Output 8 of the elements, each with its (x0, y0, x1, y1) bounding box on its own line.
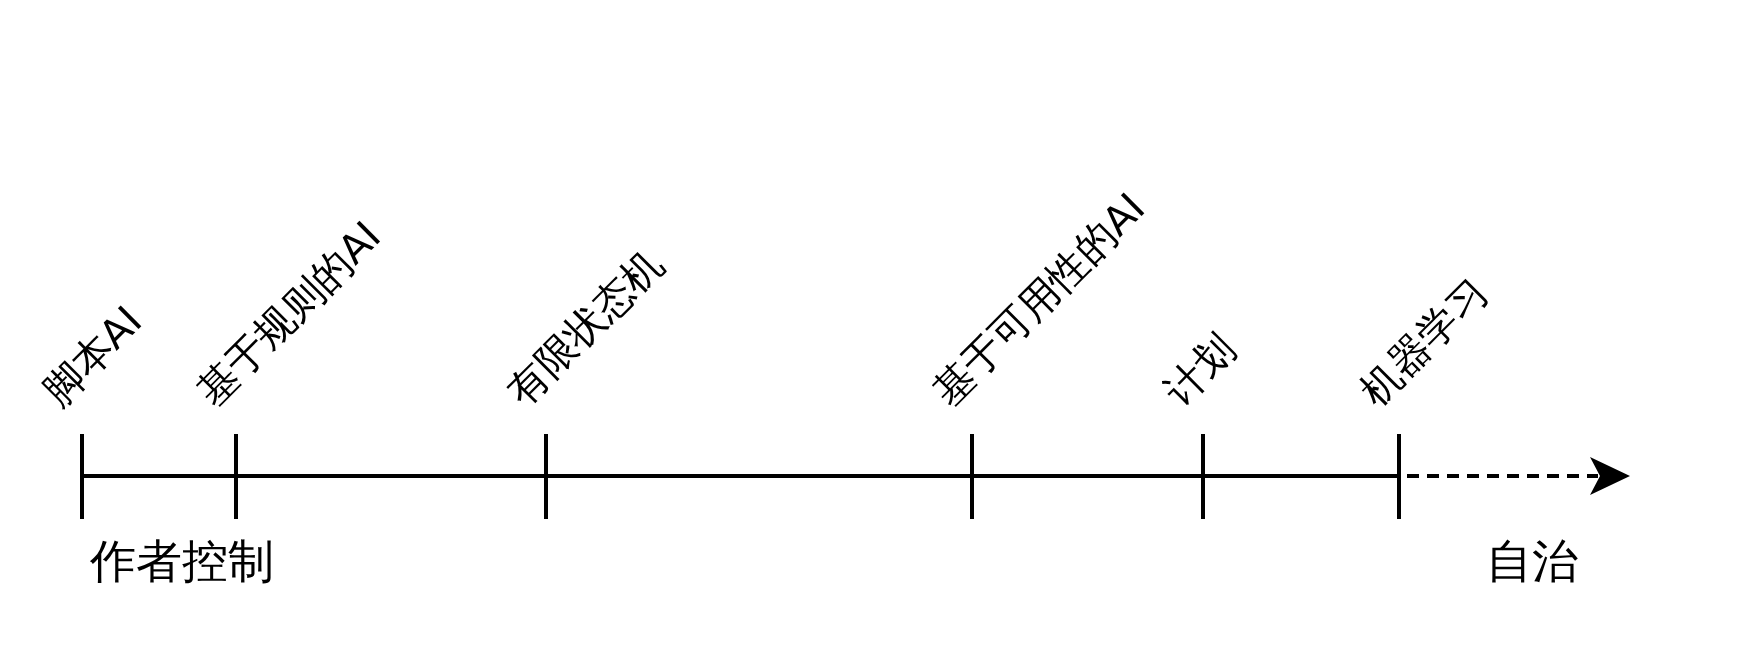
timeline-label: 计划 (1156, 327, 1242, 412)
timeline-label: 有限状态机 (499, 242, 670, 412)
timeline-label: 机器学习 (1352, 270, 1495, 412)
timeline-label: 脚本AI (35, 299, 149, 412)
axis-end-label: 自治 (1486, 538, 1578, 584)
axis-end-label: 作者控制 (90, 538, 274, 584)
timeline-label: 基于可用性的AI (925, 186, 1152, 412)
timeline-label: 基于规则的AI (189, 214, 388, 412)
